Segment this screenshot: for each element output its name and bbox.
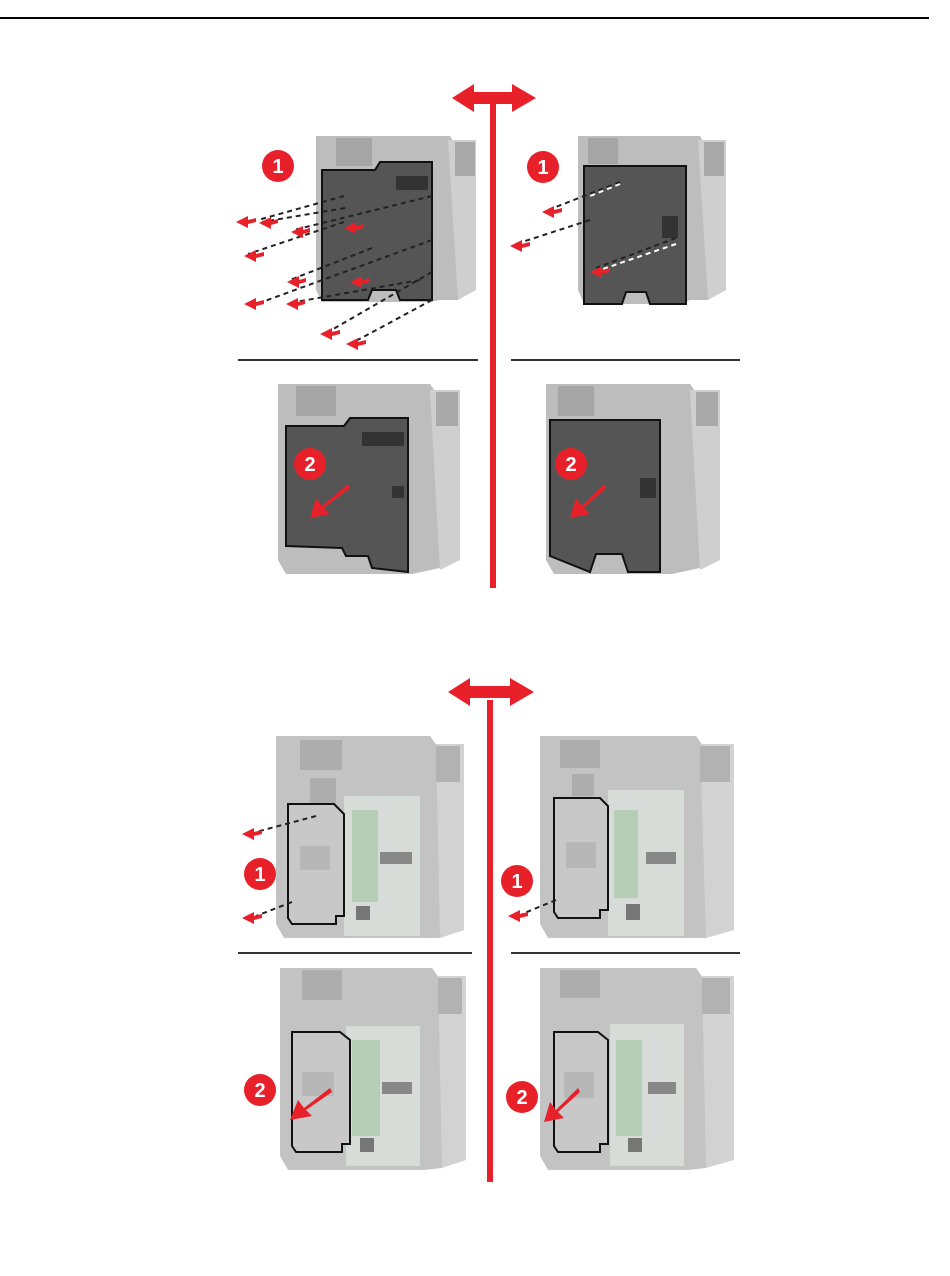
illustration-remove-rear-cover: 1 1 2 [0, 0, 950, 620]
panel-right-top: 1 [501, 736, 734, 938]
illustration-svg-1: 1 1 2 [0, 0, 950, 620]
panel-left-top: 1 [236, 136, 476, 350]
panel-right-bottom: 2 [546, 384, 720, 574]
panel-right-top: 1 [510, 136, 726, 304]
step-number: 1 [511, 871, 522, 893]
step-number: 2 [565, 454, 576, 476]
panel-left-bottom: 2 [278, 384, 460, 574]
panel-left-bottom: 2 [244, 968, 466, 1170]
panel-right-bottom: 2 [506, 968, 734, 1170]
panel-left-top: 1 [242, 736, 464, 938]
step-number: 1 [272, 156, 283, 178]
step-number: 1 [537, 157, 548, 179]
step-number: 2 [516, 1087, 527, 1109]
step-number: 2 [304, 454, 315, 476]
illustration-svg-2: 1 1 2 [0, 620, 950, 1240]
illustration-remove-board-shield: 1 1 2 [0, 620, 950, 1240]
step-number: 2 [254, 1080, 265, 1102]
step-number: 1 [254, 864, 265, 886]
